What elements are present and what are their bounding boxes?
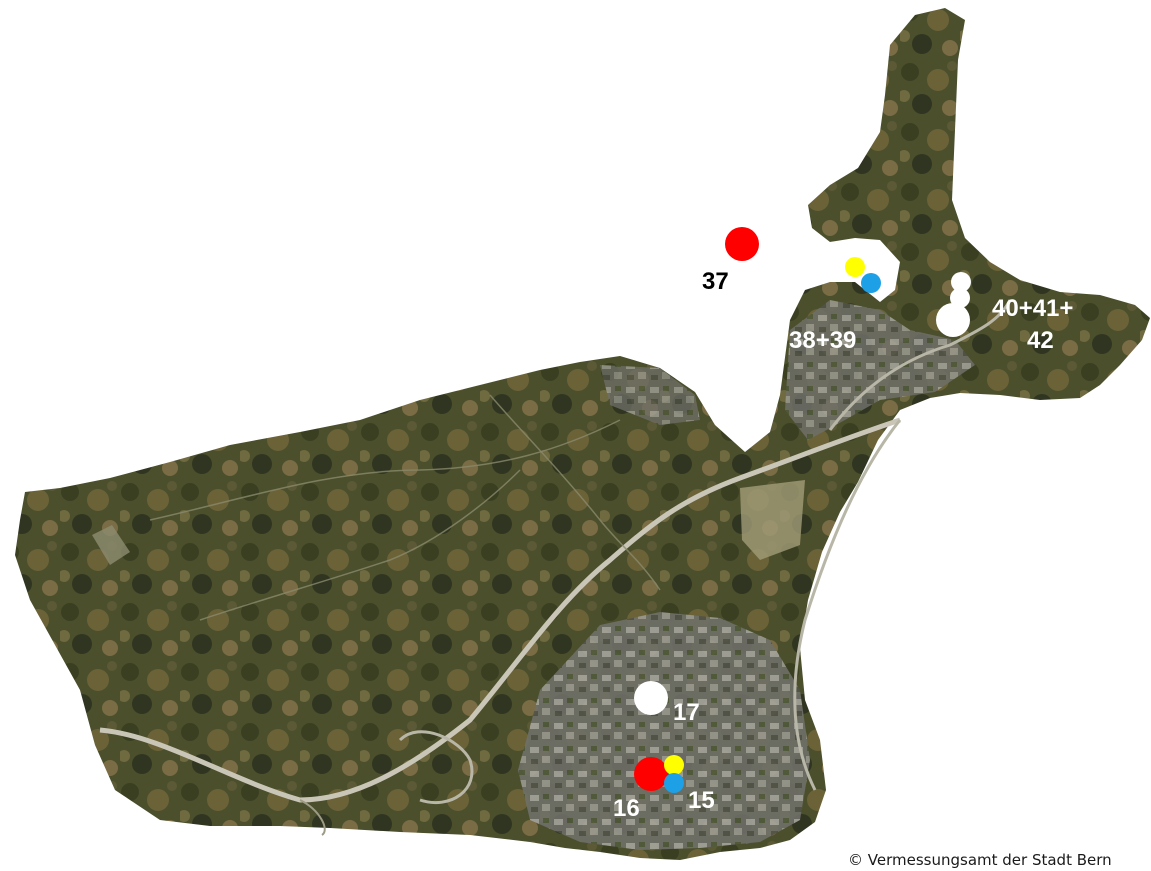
road-west bbox=[299, 799, 326, 836]
marker-blue-south[interactable] bbox=[664, 773, 684, 793]
label-37: 37 bbox=[702, 268, 729, 295]
road-south-loop bbox=[398, 730, 474, 805]
marker-red-37[interactable] bbox=[725, 227, 759, 261]
label-38-39: 38+39 bbox=[789, 327, 856, 354]
label-17: 17 bbox=[673, 699, 700, 726]
label-16: 16 bbox=[613, 795, 640, 822]
marker-white-17[interactable] bbox=[634, 681, 668, 715]
label-15: 15 bbox=[688, 787, 715, 814]
marker-blue-north[interactable] bbox=[861, 273, 881, 293]
path-forest-2 bbox=[199, 469, 521, 621]
marker-white-north-2[interactable] bbox=[950, 288, 970, 308]
urban-area-center bbox=[600, 365, 700, 425]
district-area bbox=[15, 8, 1150, 860]
path-forest-1 bbox=[149, 419, 621, 521]
marker-red-16[interactable] bbox=[634, 757, 668, 791]
label-40-41: 40+41+ bbox=[992, 295, 1073, 322]
field-area bbox=[740, 480, 805, 560]
urban-area-north bbox=[785, 300, 975, 440]
urban-area-south bbox=[518, 612, 810, 850]
copyright-notice: © Vermessungsamt der Stadt Bern bbox=[848, 851, 1112, 869]
marker-white-north-3[interactable] bbox=[936, 303, 970, 337]
clearing bbox=[92, 525, 130, 565]
road-east bbox=[793, 419, 902, 791]
marker-layer bbox=[634, 227, 971, 793]
marker-white-north-1[interactable] bbox=[951, 272, 971, 292]
path-forest-3 bbox=[489, 394, 661, 591]
marker-yellow-south[interactable] bbox=[664, 755, 684, 775]
label-42: 42 bbox=[1027, 327, 1054, 354]
marker-yellow-north[interactable] bbox=[845, 257, 865, 277]
highway bbox=[99, 417, 901, 803]
road-north bbox=[828, 299, 1012, 431]
